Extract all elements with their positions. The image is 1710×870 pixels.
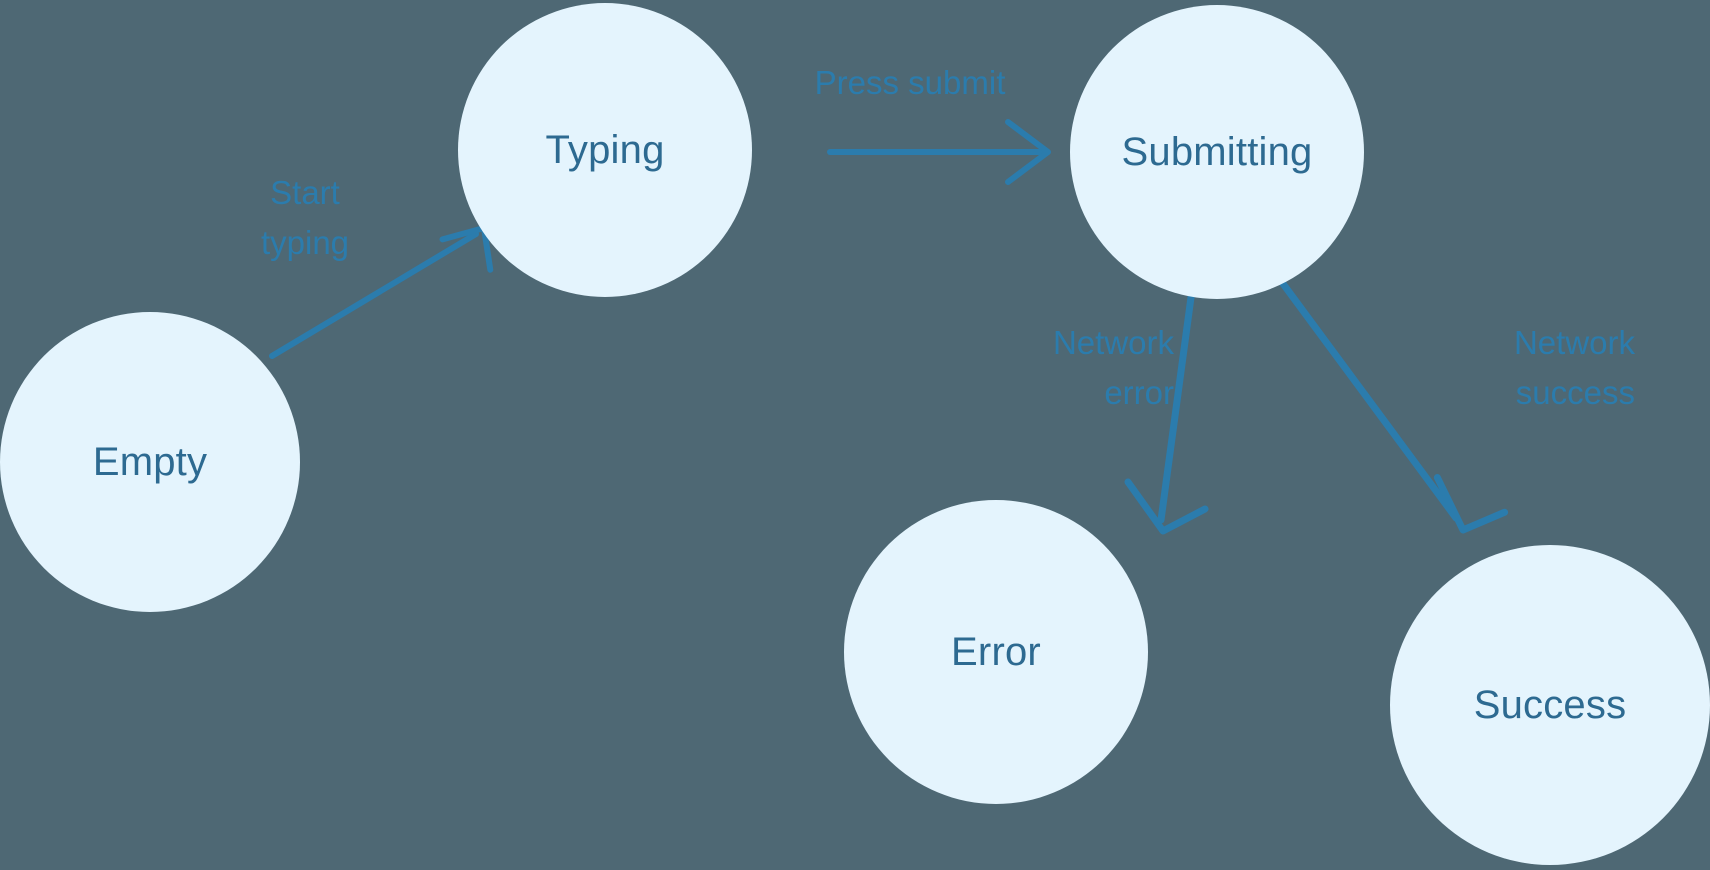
edge-label-press-submit: Press submit xyxy=(814,64,1006,101)
node-typing[interactable]: Typing xyxy=(458,3,752,297)
node-typing-label: Typing xyxy=(545,128,665,172)
node-empty-label: Empty xyxy=(92,440,208,484)
edge-empty-to-typing xyxy=(269,225,494,359)
node-submitting[interactable]: Submitting xyxy=(1070,5,1364,299)
node-error[interactable]: Error xyxy=(844,500,1148,804)
edge-submitting-to-success xyxy=(1277,277,1509,534)
edge-label-start-typing: Start typing xyxy=(260,174,350,262)
node-error-label: Error xyxy=(951,630,1041,674)
node-submitting-label: Submitting xyxy=(1121,130,1313,174)
edge-submitting-to-error xyxy=(1124,286,1209,535)
node-success-label: Success xyxy=(1473,683,1627,727)
node-success[interactable]: Success xyxy=(1390,545,1710,865)
edge-label-network-error: Network error xyxy=(1052,324,1174,412)
edge-typing-to-submitting xyxy=(827,119,1051,185)
node-empty[interactable]: Empty xyxy=(0,312,300,612)
edge-label-network-success: Network success xyxy=(1513,324,1635,412)
